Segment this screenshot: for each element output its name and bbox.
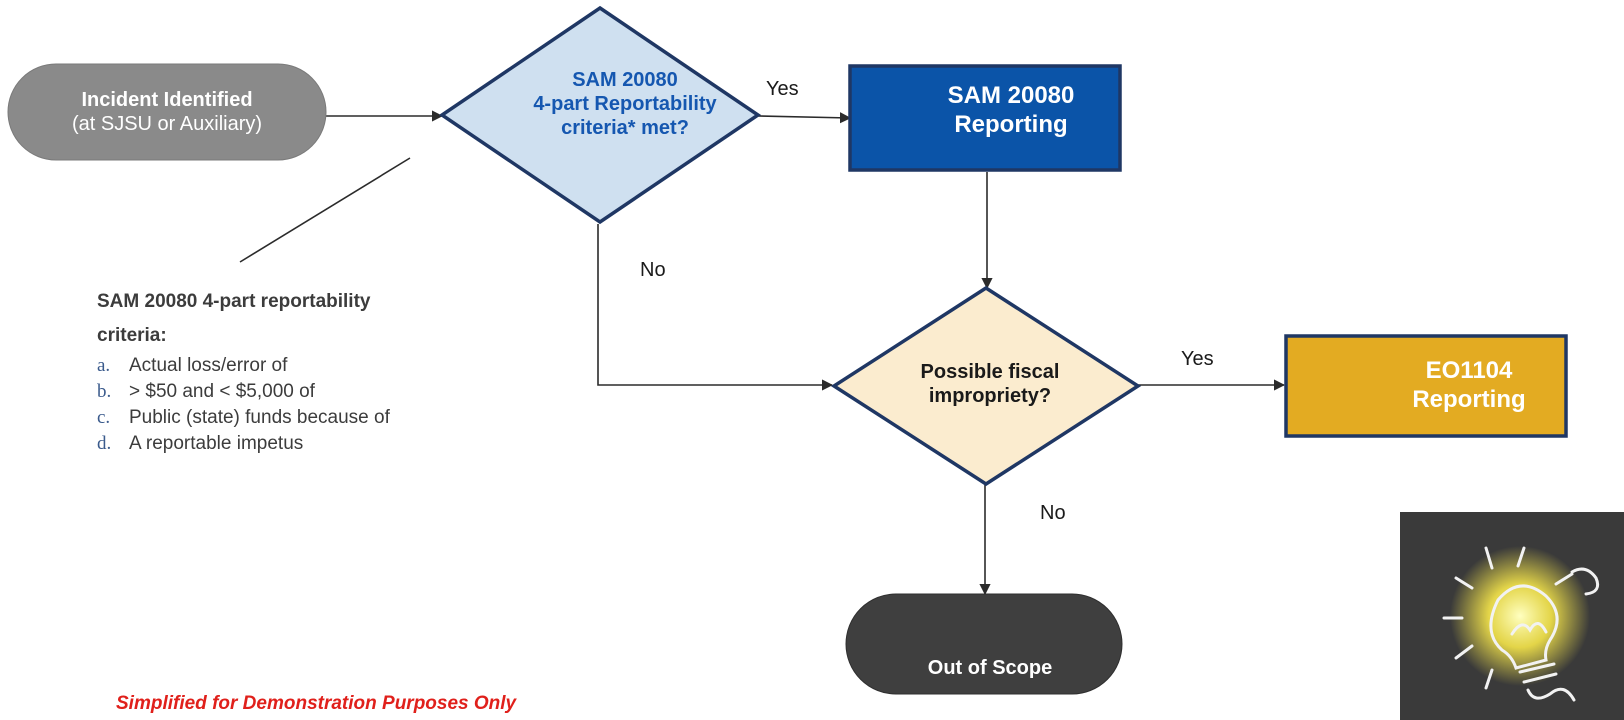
edge-label-sam-yes: Yes <box>766 78 799 100</box>
criteria-item: b. > $50 and < $5,000 of <box>97 379 517 405</box>
decision-sam-line2: 4-part Reportability <box>533 93 717 115</box>
out-of-scope-terminator <box>845 593 1123 695</box>
eo1104-line2: Reporting <box>1412 385 1526 413</box>
decision-fiscal-impropriety <box>830 285 1142 487</box>
out-of-scope-label: Out of Scope <box>927 657 1053 679</box>
criteria-item-text: Public (state) funds because of <box>129 407 390 428</box>
lightbulb-icon <box>1442 546 1600 702</box>
edge-label-fiscal-no: No <box>1040 502 1066 524</box>
decision-sam-reportability <box>438 5 762 225</box>
criteria-item-text: > $50 and < $5,000 of <box>129 381 315 402</box>
decision-fiscal-text: Possible fiscal impropriety? <box>865 360 1115 408</box>
start-terminator <box>7 63 327 161</box>
criteria-item: c. Public (state) funds because of <box>97 405 517 431</box>
criteria-list: a. Actual loss/error of b. > $50 and < $5,… <box>97 353 517 457</box>
edge-label-fiscal-yes: Yes <box>1181 348 1214 370</box>
disclaimer-footnote: Simplified for Demonstration Purposes On… <box>116 693 517 714</box>
decision-sam-line1: SAM 20080 <box>572 69 678 91</box>
criteria-item-text: A reportable impetus <box>129 433 304 454</box>
decision-fiscal-line1: Possible fiscal <box>920 361 1060 383</box>
edge-decision-no-to-fiscal <box>597 224 834 391</box>
sam-reporting-line2: Reporting <box>954 110 1068 138</box>
criteria-callout: SAM 20080 4-part reportability criteria:… <box>97 285 517 457</box>
edge-label-sam-no: No <box>640 259 666 281</box>
start-subtitle: (at SJSU or Auxiliary) <box>71 113 263 135</box>
decision-fiscal-line2: impropriety? <box>928 385 1052 407</box>
criteria-marker: b. <box>97 381 112 402</box>
sam-reporting-line1: SAM 20080 <box>947 82 1075 109</box>
criteria-marker: a. <box>97 355 111 376</box>
lightbulb-image <box>1400 512 1624 720</box>
eo1104-reporting-text: EO1104 Reporting <box>1335 357 1603 415</box>
edge-decision-yes-to-sam <box>757 112 852 124</box>
sam-reporting-text: SAM 20080 Reporting <box>880 82 1142 140</box>
eo1104-reporting-box <box>1284 334 1568 438</box>
decision-sam-text: SAM 20080 4-part Reportability criteria*… <box>470 68 780 140</box>
eo1104-line1: EO1104 <box>1425 357 1513 384</box>
criteria-item: a. Actual loss/error of <box>97 353 517 379</box>
criteria-marker: d. <box>97 433 112 454</box>
decision-sam-line3: criteria* met? <box>561 117 689 139</box>
callout-pointer-line <box>239 157 411 263</box>
criteria-item-text: Actual loss/error of <box>129 355 288 376</box>
criteria-marker: c. <box>97 407 111 428</box>
criteria-title: SAM 20080 4-part reportability criteria: <box>97 285 517 353</box>
start-title: Incident Identified <box>81 89 253 111</box>
sam-reporting-box <box>848 64 1122 172</box>
start-node-text: Incident Identified (at SJSU or Auxiliar… <box>10 88 324 136</box>
criteria-title-line1: SAM 20080 4-part reportability <box>97 291 371 312</box>
criteria-title-line2: criteria: <box>97 325 167 346</box>
criteria-item: d. A reportable impetus <box>97 431 517 457</box>
